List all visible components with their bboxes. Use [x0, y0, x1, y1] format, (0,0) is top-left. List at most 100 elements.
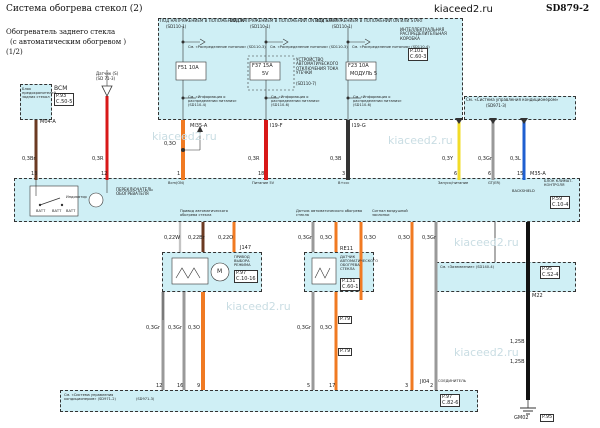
- watermark-4: kiaceed2.ru: [226, 300, 291, 313]
- wire-top-8: 0,3L: [510, 156, 521, 162]
- fuse-2-sub: 5V: [262, 71, 269, 77]
- wire-bot-2: 0,3Gr: [168, 325, 182, 331]
- actuator-label: ПРИВОД ВЫБОРА РЕЖИМА: [234, 255, 251, 267]
- ground-label: GM02: [514, 415, 529, 421]
- pin-bot-4: 5: [307, 383, 311, 389]
- wire-bot-7: 1,25B: [510, 359, 525, 365]
- wire-bot-3: 0,3O: [188, 325, 200, 331]
- bcm-ref-b: C.50-5: [56, 98, 73, 105]
- diagram-code: SD879-2: [546, 4, 590, 14]
- fuse-side-ref-b: C.60-3: [410, 53, 427, 60]
- module-signal-5: GT(ER): [488, 181, 501, 185]
- fuse-connector-mid: I19-F: [270, 123, 283, 129]
- fuse-side-label: ИНТЕЛЛЕКТУАЛЬНАЯ РАСПРЕДЕЛИТЕЛЬНАЯ КОРОБ…: [400, 27, 447, 41]
- fuse-box-region: [158, 18, 463, 120]
- sensor-box-ref-a: P.131: [342, 278, 356, 284]
- module-signal-3: B+ccc: [338, 181, 350, 185]
- pin-bot-1: 12: [156, 383, 163, 389]
- batt-label-1: ВАТТ: [36, 209, 46, 213]
- fuse-col-ref-1: См. «Распределение питания» (SD110-3): [188, 45, 266, 49]
- bcm-ref-a: P.93: [56, 93, 67, 99]
- module-bottom-label-2: Датчик автоматического обогрева стекла: [296, 209, 363, 217]
- fuse-top-label-1: ПОД НАПРЯЖЕНИЕМ В ПОЛОЖЕНИИ ON: [160, 18, 245, 23]
- wire-top-5: 0,3B: [330, 156, 342, 162]
- pin-bot-7: 2: [430, 383, 434, 389]
- fuse-col-ref-3: См. «Распределение питания» (SD110-4): [352, 45, 430, 49]
- bottom-box-label-left2: (SD971-3): [136, 397, 155, 401]
- wire-bot-1: 0,3Gr: [146, 325, 160, 331]
- fuse-1-label: F51 10A: [178, 65, 199, 71]
- fuse-2-label: F37 15A: [252, 63, 273, 69]
- bcm-connector: M04-A: [40, 119, 56, 125]
- bottom-box-region: [60, 390, 478, 412]
- wire-top-1: 0,3Br: [22, 156, 36, 162]
- fuse-3-sub: МОДУЛЬ 5: [350, 71, 378, 77]
- wire-bot-4: 0,3Gr: [297, 325, 311, 331]
- subtitle-line3: (1/2): [6, 48, 23, 56]
- fuse-top-ref-3: (SD110-1): [332, 24, 353, 29]
- sensor-box-ref-b: C.60-1: [342, 283, 359, 290]
- watermark-3: kiaceed2.ru: [454, 236, 519, 249]
- wire-top-6: 0,3Y: [442, 156, 454, 162]
- wire-bot-6: 1,25B: [510, 339, 525, 345]
- pin-top-4: 18: [258, 171, 265, 177]
- bottom-box-ref-a: P.97: [442, 394, 453, 400]
- wire-top-3: 0,3O: [164, 141, 176, 147]
- watermark-2: kiaceed2.ru: [388, 134, 453, 147]
- fuse-top-label-2: ПОД НАПРЯЖЕНИЕМ В ПОЛОЖЕНИИ ON ИЛИ START: [230, 18, 339, 23]
- bottom-box-label-left: См. «Система управления кондиционером» (…: [64, 393, 116, 401]
- pin-top-2: 12: [101, 171, 108, 177]
- sensor-top-label: Датчик (S): [96, 71, 119, 76]
- subtitle-line2: (с автоматическим обогревом ): [10, 38, 127, 46]
- pin-bot-6: 3: [405, 383, 409, 389]
- module-right-ref-a: P.59: [552, 196, 563, 202]
- fuse-connector-left: MI35-A: [190, 123, 208, 129]
- sensor-top-ref: (SD 71-3): [96, 76, 116, 81]
- wire-mid-6: 0,3O: [364, 235, 376, 241]
- right-mid-ref-a: P.95: [542, 266, 553, 272]
- fuse-3-label: F23 10A: [348, 63, 369, 69]
- bcm-caption: Блок предохранителей задних стекол: [22, 87, 56, 99]
- pin-top-5: 3: [342, 171, 346, 177]
- actuator-ref-b: C.10-16: [236, 275, 256, 282]
- small-ref-2: P.79: [338, 348, 353, 356]
- wire-mid-8: 0,3Gr: [422, 235, 436, 241]
- actuator-ref-a: P.97: [236, 270, 247, 276]
- pin-bot-2: 16: [177, 383, 184, 389]
- pin-top-7: 6: [488, 171, 492, 177]
- bcm-label: BCM: [54, 85, 68, 92]
- right-top-ref: (SD971-3): [486, 103, 507, 108]
- page-title: Система обогрева стекол (2): [6, 4, 143, 14]
- right-top-label: См. «Система управления кондиционером»: [466, 97, 559, 102]
- wire-mid-5: 0,3O: [320, 235, 332, 241]
- module-right-title: БЛОК КЛИМАТ-КОНТРОЛЯ: [544, 179, 573, 187]
- wire-mid-2: 0,22Br: [188, 235, 205, 241]
- fuse-bottom-ref-3: См. «Информация о распределении питания»…: [353, 95, 402, 107]
- watermark-5: kiaceed2.ru: [454, 346, 519, 359]
- bcm-top-region: [20, 84, 52, 120]
- module-signal-1: Bcm(ON): [168, 181, 185, 185]
- ground-ref: P.95: [540, 414, 555, 422]
- pin-bot-5: 17: [329, 383, 336, 389]
- bottom-box-ref-b: C.82-6: [442, 399, 459, 406]
- main-module-region: [14, 178, 580, 222]
- site-name: kiaceed2.ru: [434, 4, 493, 15]
- wire-mid-4: 0,3Gr: [298, 235, 312, 241]
- module-knob-label: Индикатор: [66, 195, 87, 199]
- small-ref-1: P.79: [338, 316, 353, 324]
- relay-caption: УСТРОЙСТВО АВТОМАТИЧЕСКОГО ОТКЛЮЧЕНИЯ ТО…: [296, 57, 339, 76]
- batt-label-2: ВАТТ: [52, 209, 62, 213]
- wire-top-4: 0,3R: [248, 156, 260, 162]
- fuse-bottom-ref-1: См. «Информация о распределении питания»…: [188, 95, 237, 107]
- wire-mid-3: 0,22O: [218, 235, 234, 241]
- wire-top-2: 0,3R: [92, 156, 104, 162]
- actuator-connector: J147: [240, 245, 252, 251]
- fuse-top-label-3: ПОД НАПРЯЖЕНИЕМ В ПОЛОЖЕНИИ ON ИЛИ START: [315, 18, 424, 23]
- wire-top-7: 0,3Gr: [478, 156, 492, 162]
- right-mid-label: См. «Заземление» (SD140-4): [440, 265, 495, 269]
